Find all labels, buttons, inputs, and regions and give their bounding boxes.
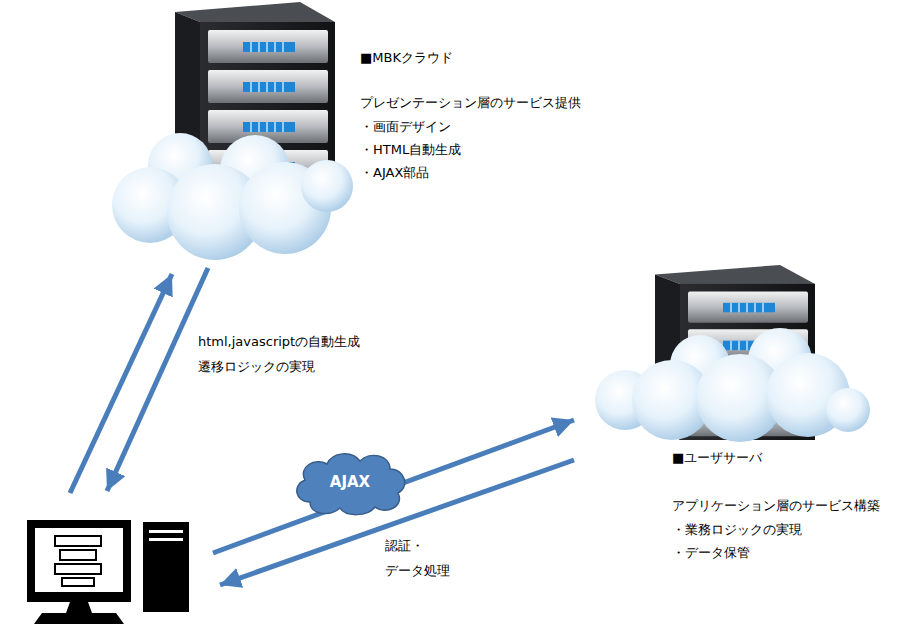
cloud-shape: [595, 328, 870, 442]
arrow: [70, 268, 574, 585]
pc-illustration: [60, 550, 96, 560]
cloud-shape: [301, 160, 353, 212]
pc-illustration: [55, 536, 101, 586]
pc-illustration: [27, 520, 189, 624]
node-heading: ■MBKクラウド: [360, 45, 581, 70]
cloud-shape: [112, 133, 353, 260]
pc-illustration: [27, 520, 131, 602]
node-body: プレゼンテーション層のサービス提供: [360, 90, 581, 115]
pc-illustration: [149, 530, 183, 533]
pc-illustration: [149, 538, 183, 541]
node-body: ・HTML自動生成: [360, 138, 581, 161]
arrow: [107, 268, 208, 491]
arrow-label: html,javascriptの自動生成 遷移ロジックの実現: [198, 329, 360, 379]
node-heading: ■ユーザサーバ: [672, 445, 880, 470]
node-body: ・業務ロジックの実現: [672, 518, 880, 541]
pc-illustration: [62, 578, 94, 586]
pc-illustration: [35, 528, 123, 592]
pc-illustration: [66, 602, 92, 613]
arrow-label: 認証・データ処理: [385, 533, 450, 583]
server-description: ■ユーザサーバアプリケーション層のサービス構築・業務ロジックの実現・データ保管: [672, 445, 880, 564]
cloud-label: AJAX: [290, 470, 410, 495]
cloud-shape: [826, 388, 870, 432]
node-body: ・データ保管: [672, 541, 880, 564]
pc-illustration: [55, 536, 101, 546]
pc-illustration: [143, 522, 189, 612]
node-body: ・AJAX部品: [360, 161, 581, 184]
arrow: [213, 420, 574, 553]
pc-illustration: [55, 564, 101, 574]
node-body: ・画面デザイン: [360, 115, 581, 138]
node-body: アプリケーション層のサービス構築: [672, 493, 880, 518]
server-description: ■MBKクラウドプレゼンテーション層のサービス提供・画面デザイン・HTML自動生…: [360, 45, 581, 184]
pc-illustration: [34, 613, 124, 624]
cloud-node: AJAX: [290, 447, 410, 517]
